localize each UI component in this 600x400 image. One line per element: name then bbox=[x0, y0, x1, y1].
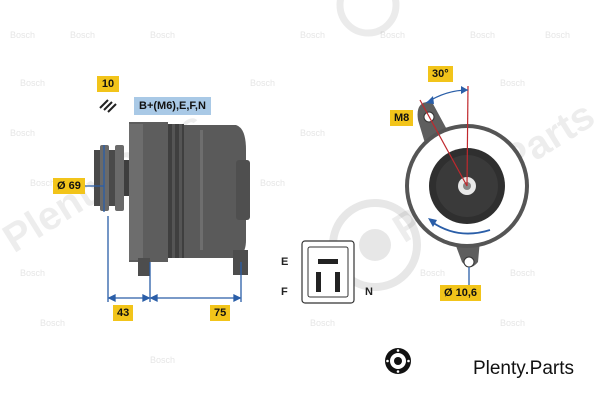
hatch-icon bbox=[99, 99, 117, 113]
watermark-text: Bosch bbox=[470, 30, 496, 40]
brand-name: Plenty.Parts bbox=[472, 358, 574, 379]
watermark-text: Bosch bbox=[500, 318, 526, 328]
watermark-text: Bosch bbox=[300, 128, 326, 138]
hole-diameter-label: Ø 10,6 bbox=[440, 285, 482, 301]
pulley-diameter-label: Ø 69 bbox=[53, 178, 85, 194]
watermark-text: Bosch bbox=[150, 30, 176, 40]
watermark-text: Bosch bbox=[10, 128, 36, 138]
mount-bolt-label: M8 bbox=[390, 110, 414, 126]
dim-right-label: 75 bbox=[210, 305, 231, 321]
watermark-text: Bosch bbox=[20, 268, 46, 278]
brake-disc-icon bbox=[385, 348, 411, 374]
rotation-arrow bbox=[428, 218, 491, 235]
watermark-text: Bosch bbox=[510, 268, 536, 278]
watermark-text: Bosch bbox=[70, 30, 96, 40]
watermark-text: Bosch bbox=[500, 78, 526, 88]
brand-footer: Plenty.Parts bbox=[473, 358, 574, 380]
watermark-text: Bosch bbox=[380, 30, 406, 40]
watermark-text: Bosch bbox=[545, 30, 571, 40]
watermark-text: Bosch bbox=[250, 78, 276, 88]
terminal-n-label: N bbox=[365, 286, 373, 298]
terminal-e-label: E bbox=[281, 256, 289, 268]
watermark-text: Bosch bbox=[150, 355, 176, 365]
watermark-text: Bosch bbox=[40, 318, 66, 328]
watermark-text: Bosch bbox=[310, 318, 336, 328]
terminals-label: B+(M6),E,F,N bbox=[134, 97, 211, 115]
watermark-text: Bosch bbox=[260, 178, 286, 188]
watermark-text: Bosch bbox=[420, 268, 446, 278]
connector-plug bbox=[301, 240, 355, 304]
watermark-text: Bosch bbox=[30, 178, 56, 188]
alternator-side-view bbox=[94, 122, 250, 276]
watermark-text: Bosch bbox=[300, 30, 326, 40]
pulley bbox=[94, 145, 129, 211]
seal-watermark-top bbox=[336, 0, 400, 37]
part-ref-label: 10 bbox=[97, 76, 119, 92]
terminal-f-label: F bbox=[281, 286, 288, 298]
dim-left-label: 43 bbox=[113, 305, 134, 321]
watermark-text: Bosch bbox=[20, 78, 46, 88]
side-dimension-lines bbox=[84, 145, 242, 303]
angle-marker bbox=[419, 85, 469, 187]
watermark-text: Bosch bbox=[10, 30, 36, 40]
angle-label: 30° bbox=[428, 66, 453, 82]
